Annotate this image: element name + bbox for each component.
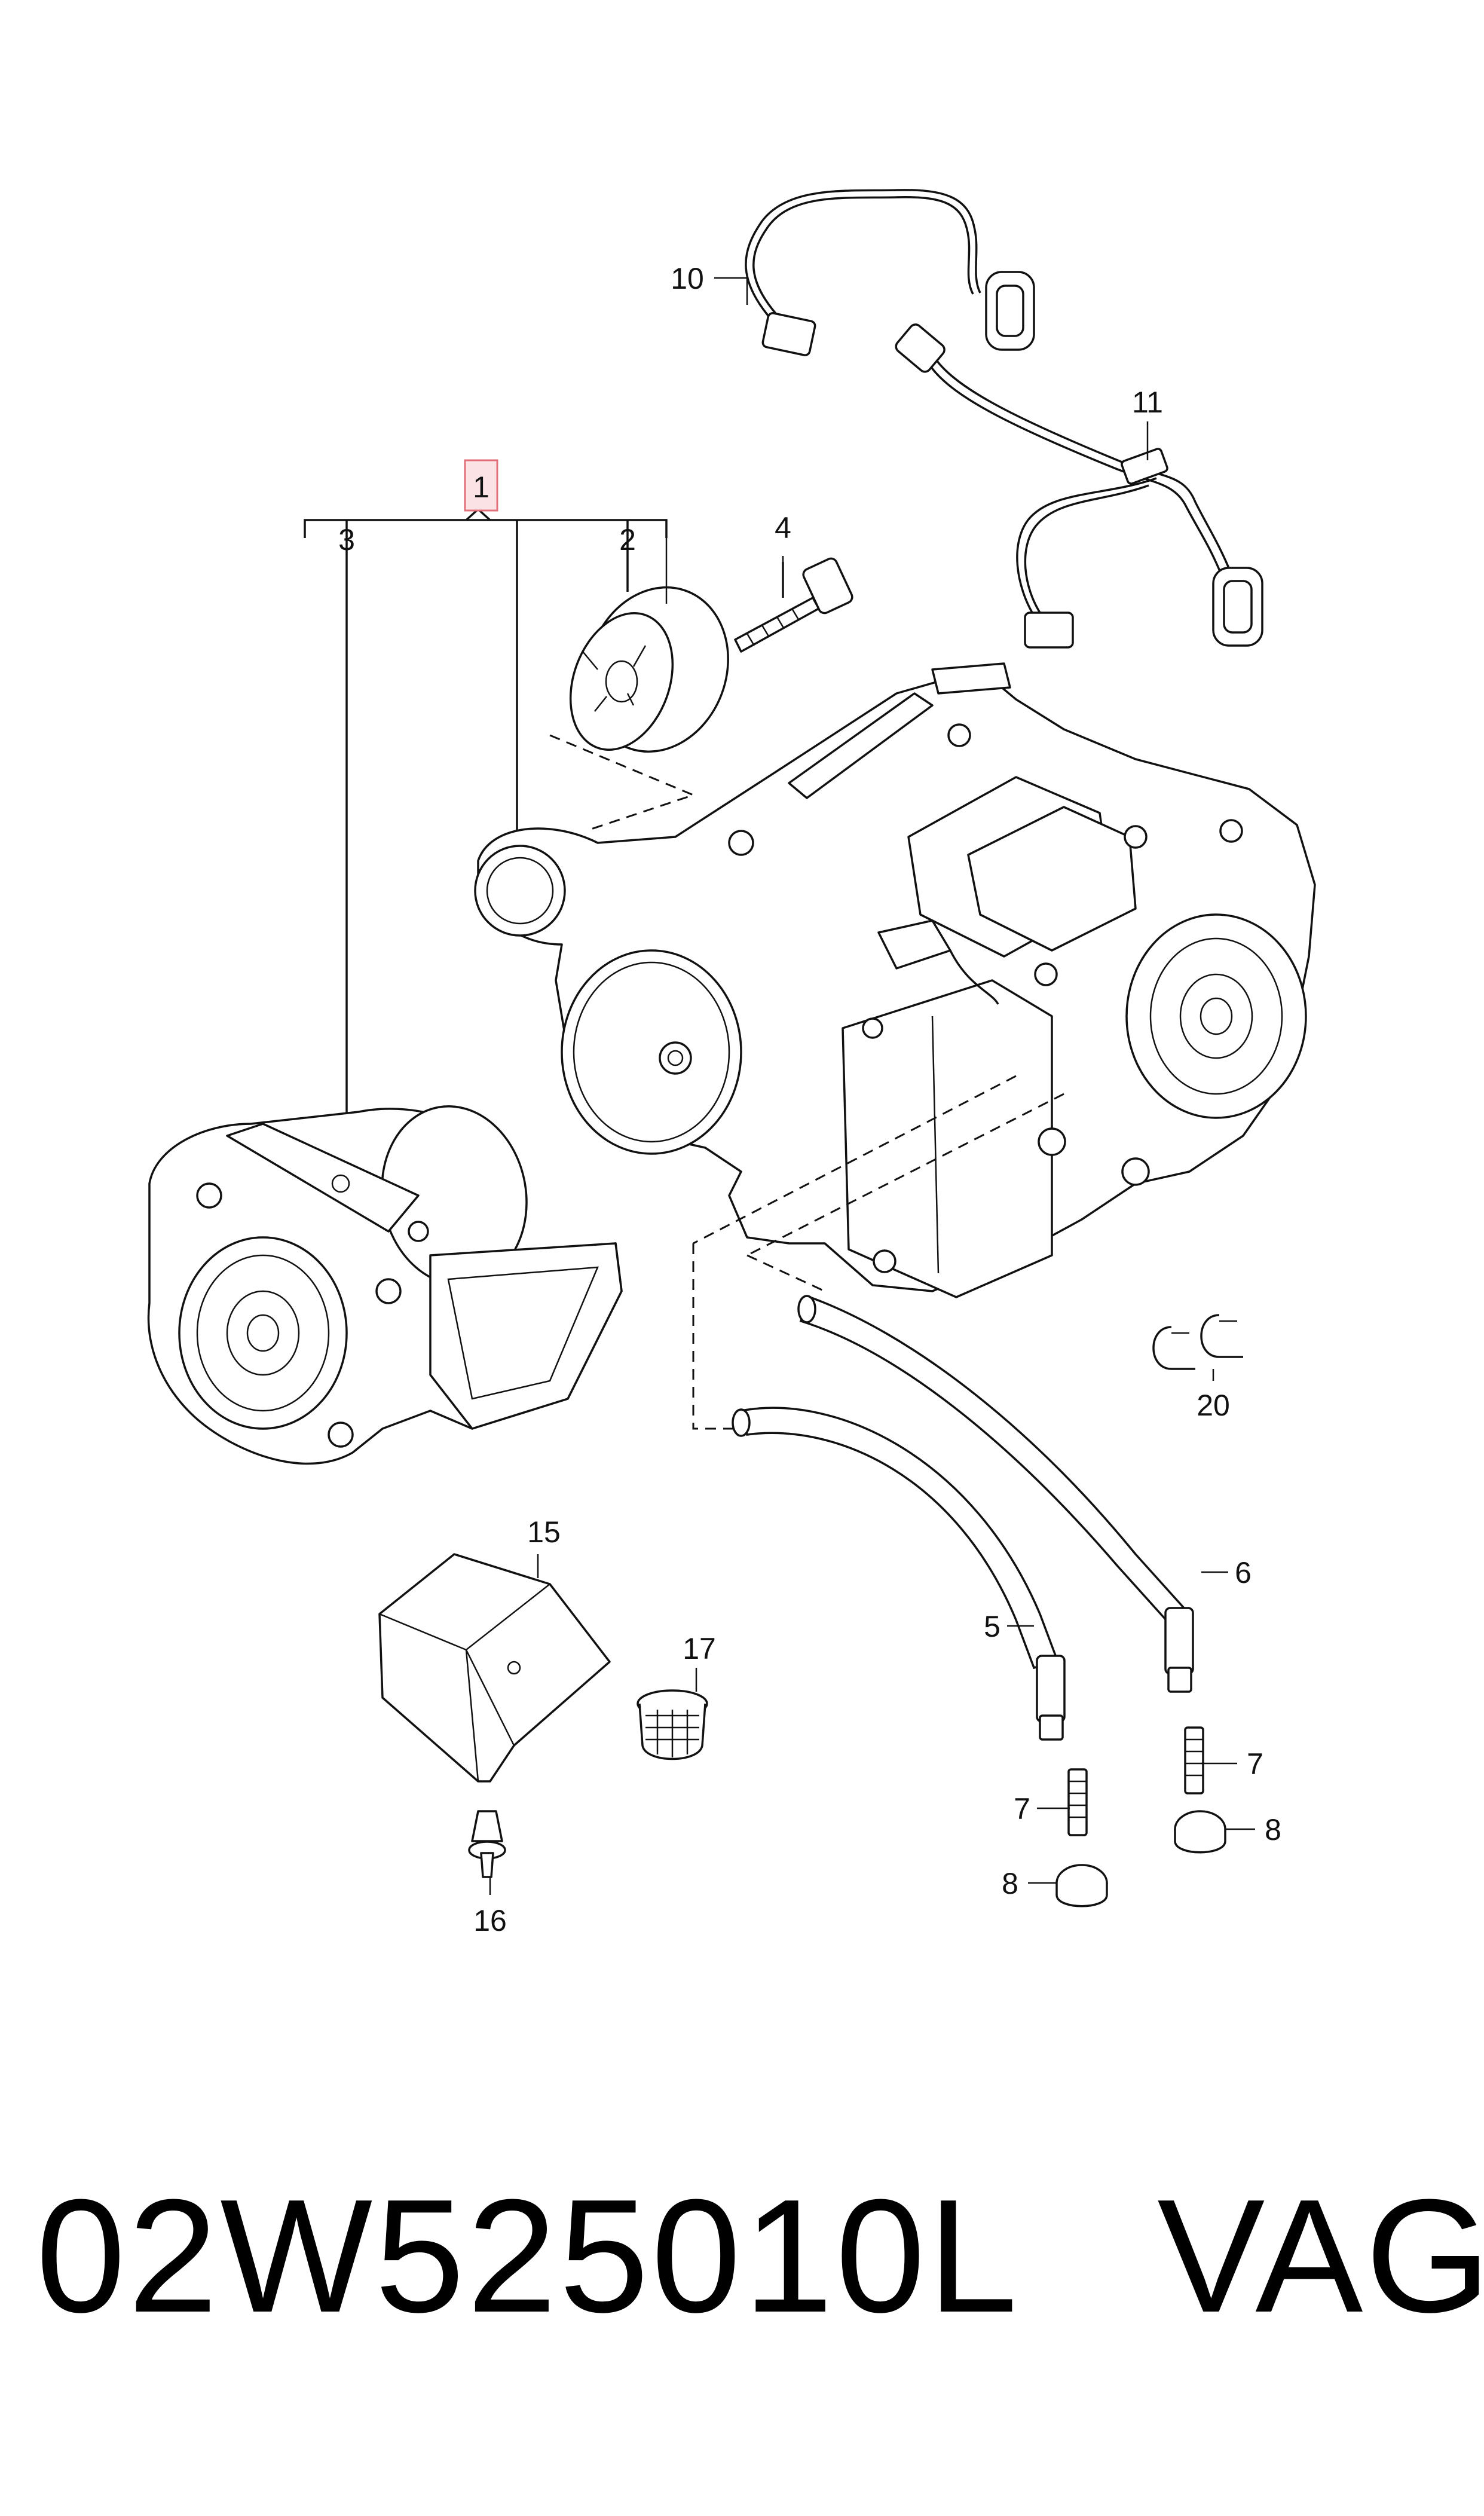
- hose-clip-20: [1152, 1314, 1243, 1370]
- part-number-footer: 02W525010L VAG: [36, 2158, 1484, 2355]
- transfer-case-housing: [474, 662, 1316, 1430]
- callout-17: 17: [683, 1632, 716, 1665]
- hose-6: [797, 1295, 1194, 1693]
- hose-5: [732, 1407, 1066, 1741]
- wiring-harness-11: [895, 323, 1263, 649]
- banjo-bolt-7-right: [1184, 1726, 1204, 1794]
- group-bracket-1: [304, 508, 668, 1124]
- callout-7-right: 7: [1247, 1747, 1263, 1781]
- part-2-coupling: [549, 586, 729, 832]
- part-4-bolt: [734, 557, 853, 653]
- callout-2: 2: [619, 523, 636, 557]
- callout-20: 20: [1197, 1389, 1230, 1422]
- callout-leaders: [489, 277, 1255, 1895]
- part-16-push-clip: [468, 1810, 506, 1878]
- callout-6: 6: [1235, 1556, 1252, 1589]
- callout-3: 3: [338, 523, 355, 557]
- part-15-cover: [378, 1553, 611, 1783]
- part-number: 02W525010L: [36, 2166, 1020, 2346]
- callout-1: 1: [473, 470, 489, 504]
- callout-11: 11: [1132, 386, 1163, 419]
- part-3-pump-actuator: [147, 1105, 623, 1465]
- callout-8-right: 8: [1265, 1813, 1281, 1847]
- wiring-harness-10: [745, 189, 1035, 356]
- callout-10: 10: [671, 262, 704, 295]
- banjo-bolt-7-left: [1067, 1768, 1088, 1836]
- callout-1-highlight: [464, 459, 498, 512]
- nut-8-right: [1174, 1810, 1226, 1854]
- brand-name: VAG: [1157, 2166, 1484, 2346]
- callout-5: 5: [984, 1610, 1000, 1643]
- callout-7-left: 7: [1014, 1792, 1030, 1826]
- callout-4: 4: [775, 511, 791, 545]
- callout-8-left: 8: [1002, 1867, 1018, 1900]
- callout-16: 16: [473, 1904, 507, 1937]
- callout-15: 15: [527, 1515, 561, 1549]
- part-17-filter: [637, 1689, 708, 1760]
- nut-8-left: [1055, 1864, 1108, 1907]
